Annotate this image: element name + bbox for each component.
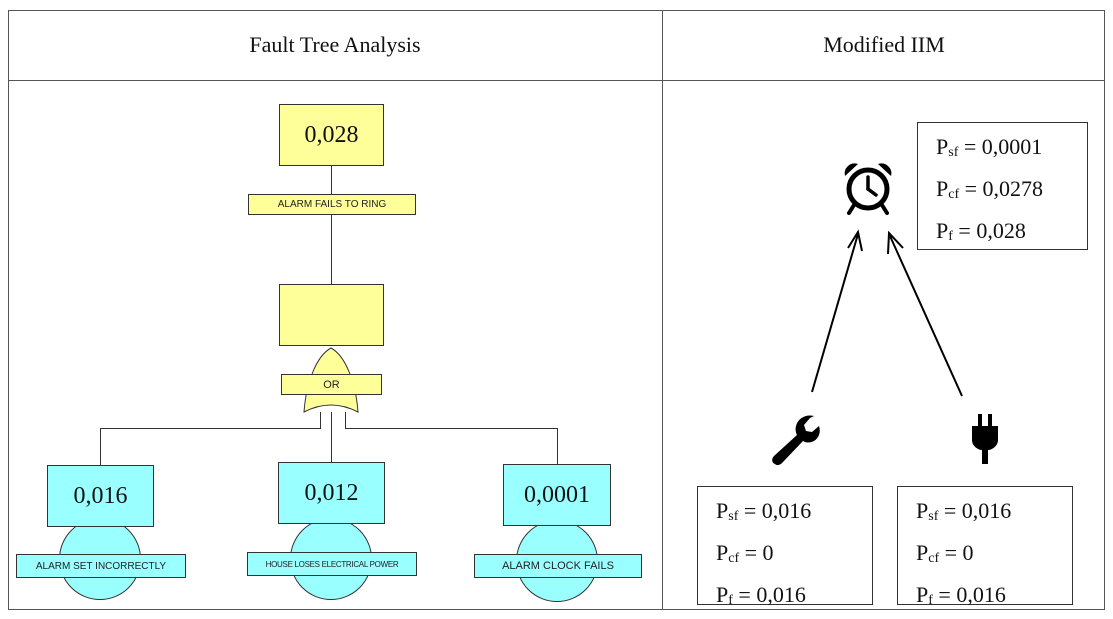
connector (100, 428, 101, 465)
basic-event-label: ALARM CLOCK FAILS (474, 554, 642, 578)
iim-header: Modified IIM (823, 32, 945, 57)
prob-row: Pcf = 0,0278 (936, 176, 1044, 202)
connector (331, 412, 332, 464)
connector (345, 412, 346, 429)
connector (331, 166, 332, 194)
left-probability-box: Psf = 0,016 Pcf = 0 Pf = 0,016 (697, 486, 873, 608)
connector (331, 215, 332, 284)
basic-event-value: 0,012 (278, 462, 385, 524)
connector (345, 428, 557, 429)
basic-event-value: 0,016 (47, 465, 154, 527)
right-probability-box: Psf = 0,016 Pcf = 0 Pf = 0,016 (897, 486, 1073, 608)
prob-row: Pf = 0,028 (936, 218, 1026, 244)
prob-row: Pcf = 0 (716, 540, 774, 566)
prob-row: Pcf = 0 (916, 540, 974, 566)
wrench-icon (772, 415, 820, 466)
header-divider (8, 80, 1105, 81)
basic-event-label: HOUSE LOSES ELECTRICAL POWER (247, 552, 417, 576)
basic-event-label: ALARM SET INCORRECTLY (16, 554, 186, 578)
connector (557, 428, 558, 465)
connector (320, 412, 321, 429)
alarm-clock-icon (844, 163, 892, 215)
top-probability-box: Psf = 0,0001 Pcf = 0,0278 Pf = 0,028 (917, 122, 1088, 250)
basic-event-value: 0,0001 (503, 464, 611, 526)
connector (100, 428, 320, 429)
column-divider (662, 10, 663, 610)
table-frame (8, 10, 1105, 610)
fta-header: Fault Tree Analysis (249, 32, 421, 57)
prob-row: Pf = 0,016 (916, 582, 1006, 608)
dependency-arrows (811, 229, 963, 397)
top-event-label: ALARM FAILS TO RING (248, 194, 416, 215)
prob-row: Pf = 0,016 (716, 582, 806, 608)
intermediate-event-box (279, 284, 384, 346)
prob-row: Psf = 0,0001 (936, 134, 1043, 160)
top-event-value: 0,028 (279, 104, 384, 166)
prob-row: Psf = 0,016 (716, 498, 812, 524)
power-plug-icon (972, 414, 998, 464)
prob-row: Psf = 0,016 (916, 498, 1012, 524)
gate-label: OR (281, 374, 382, 395)
